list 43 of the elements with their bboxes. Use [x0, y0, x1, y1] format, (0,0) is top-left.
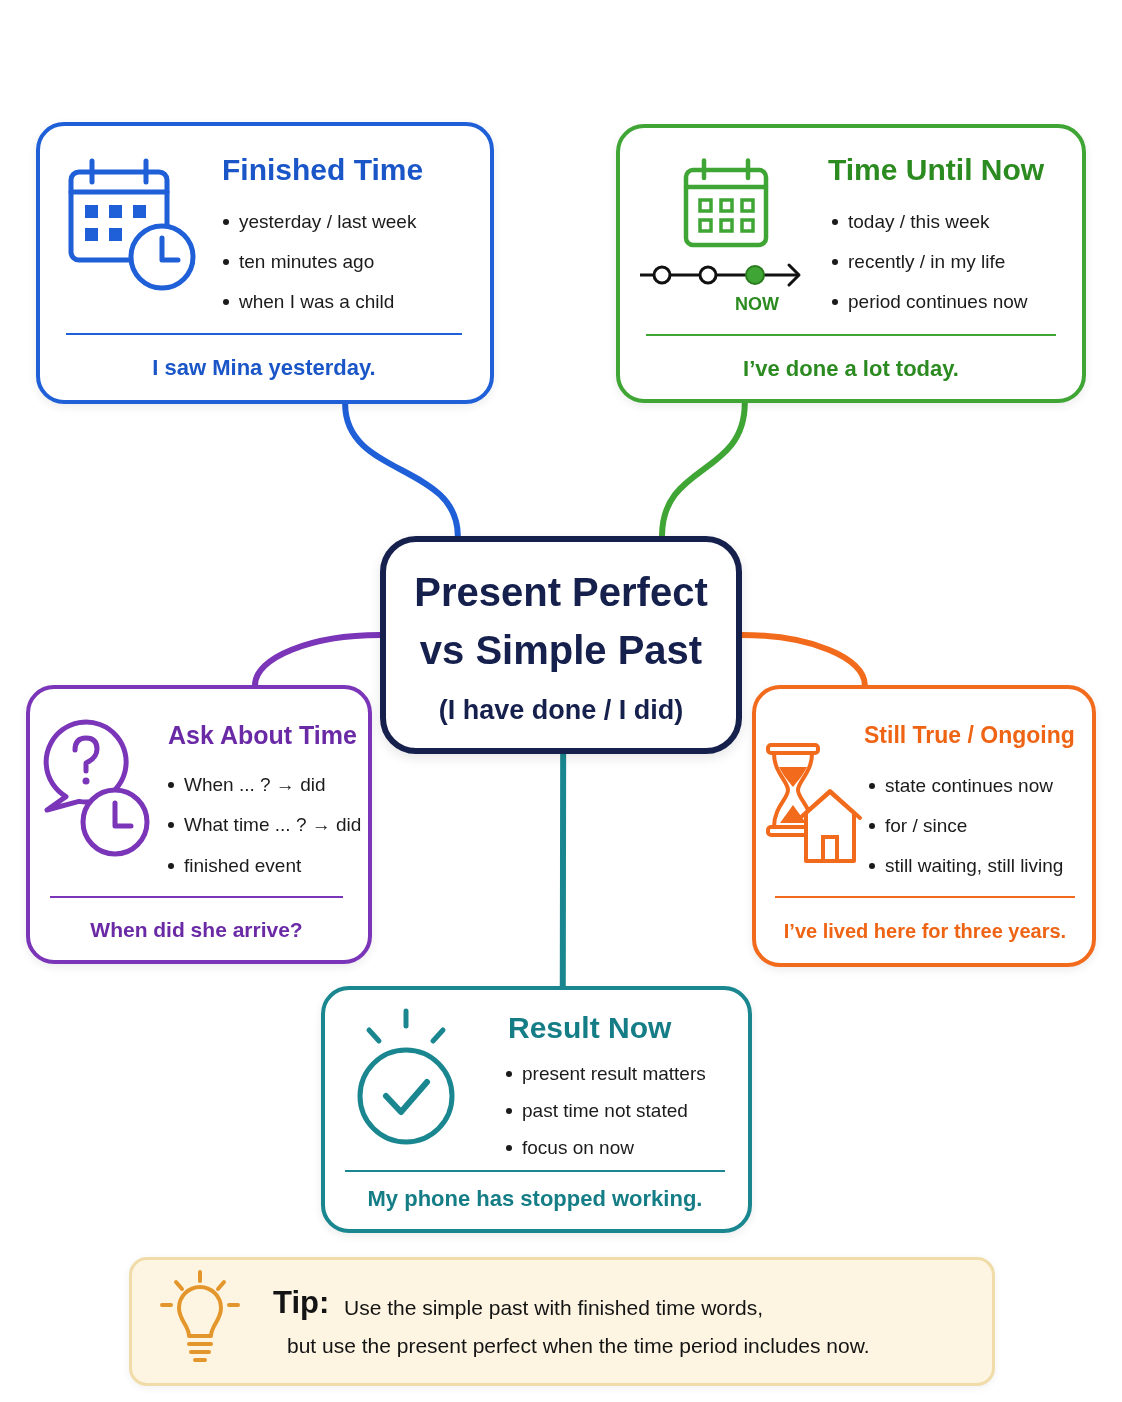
- bullet-item: What time ... ? → did: [167, 813, 362, 836]
- bullet-item: recently / in my life: [831, 249, 1006, 273]
- example-sentence: I’ve lived here for three years.: [783, 919, 1067, 943]
- timeline-label: NOW: [735, 294, 779, 316]
- card-title: Result Now: [508, 1010, 672, 1046]
- card-title: Finished Time: [222, 152, 424, 188]
- bullet-item: for / since: [868, 813, 968, 837]
- card-title: Ask About Time: [168, 720, 357, 750]
- tip-text: but use the present perfect when the time period includes now.: [287, 1332, 870, 1358]
- card-title: Still True / Ongoing: [864, 722, 1075, 750]
- connector-line: [741, 631, 868, 686]
- central-topic-box: [380, 536, 742, 754]
- connector-line: [252, 631, 381, 686]
- bullet-item: yesterday / last week: [222, 209, 417, 233]
- bullet-item: today / this week: [831, 209, 990, 233]
- connector-line: [559, 754, 567, 986]
- example-sentence: My phone has stopped working.: [367, 1185, 703, 1213]
- connector-line: [342, 403, 461, 537]
- topic-card: [26, 685, 372, 964]
- bullet-item: focus on now: [505, 1135, 634, 1159]
- central-subtitle: (I have done / I did): [438, 694, 684, 727]
- tip-box: [129, 1257, 995, 1386]
- bullet-item: when I was a child: [222, 289, 395, 313]
- topic-card: [36, 122, 494, 404]
- topic-card: [616, 124, 1086, 403]
- bullet-item: present result matters: [505, 1061, 706, 1085]
- card-title: Time Until Now: [828, 152, 1045, 188]
- tip-text: Use the simple past with finished time words,: [344, 1294, 763, 1320]
- tip-label: Tip:: [273, 1285, 330, 1321]
- topic-card: [752, 685, 1096, 967]
- example-sentence: When did she arrive?: [90, 917, 303, 943]
- bullet-item: When ... ? → did: [167, 772, 326, 796]
- bullet-item: ten minutes ago: [222, 249, 375, 273]
- bullet-item: finished event: [167, 853, 302, 877]
- bullet-item: state continues now: [868, 773, 1053, 797]
- topic-card: [321, 986, 752, 1233]
- bullet-item: period continues now: [831, 289, 1028, 313]
- example-sentence: I’ve done a lot today.: [743, 355, 959, 383]
- connector-line: [659, 402, 748, 537]
- central-title: Present Perfect vs Simple Past: [413, 569, 709, 674]
- example-sentence: I saw Mina yesterday.: [152, 354, 376, 382]
- bullet-item: still waiting, still living: [868, 853, 1064, 877]
- bullet-item: past time not stated: [505, 1098, 688, 1122]
